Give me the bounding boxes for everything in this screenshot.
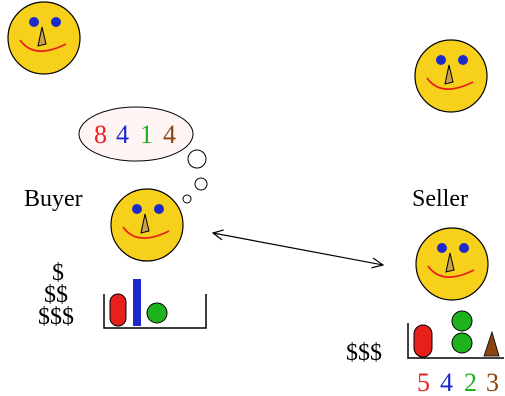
brown-item-icon	[483, 330, 500, 357]
thought-value: 4	[116, 120, 129, 149]
smiley-face-icon-top-left	[7, 1, 81, 75]
seller-money: $$$	[346, 340, 382, 366]
red-item-icon	[413, 324, 433, 358]
seller-basket	[407, 310, 504, 359]
red-item-icon	[109, 293, 127, 327]
green-item-icon	[146, 302, 168, 324]
green-item-icon	[451, 310, 473, 332]
money-symbol: $$	[44, 282, 68, 308]
buyer-money-stack: $ $$ $$$	[38, 260, 74, 330]
buyer-thought-values: 8 4 1 4	[94, 120, 176, 149]
buyer-thought-bubble: 8 4 1 4	[78, 106, 208, 204]
trade-arrow	[213, 233, 383, 265]
seller-label: Seller	[412, 186, 468, 212]
seller-value: 4	[440, 368, 453, 396]
green-item-icon	[451, 332, 473, 354]
thought-value: 8	[94, 120, 107, 149]
seller-value: 3	[486, 368, 499, 396]
smiley-face-icon-top-right	[414, 39, 488, 113]
buyer-basket	[103, 279, 207, 329]
money-symbol: $	[52, 260, 64, 286]
buyer-label: Buyer	[24, 186, 83, 212]
money-symbol: $$$	[38, 304, 74, 330]
thought-value: 4	[163, 120, 176, 149]
seller-value: 2	[464, 368, 477, 396]
seller-face-icon	[415, 227, 489, 301]
seller-values: 5 4 2 3	[417, 368, 499, 396]
thought-value: 1	[140, 120, 153, 149]
buyer-face-icon	[110, 188, 184, 262]
blue-item-icon	[133, 279, 141, 326]
seller-value: 5	[417, 368, 430, 396]
